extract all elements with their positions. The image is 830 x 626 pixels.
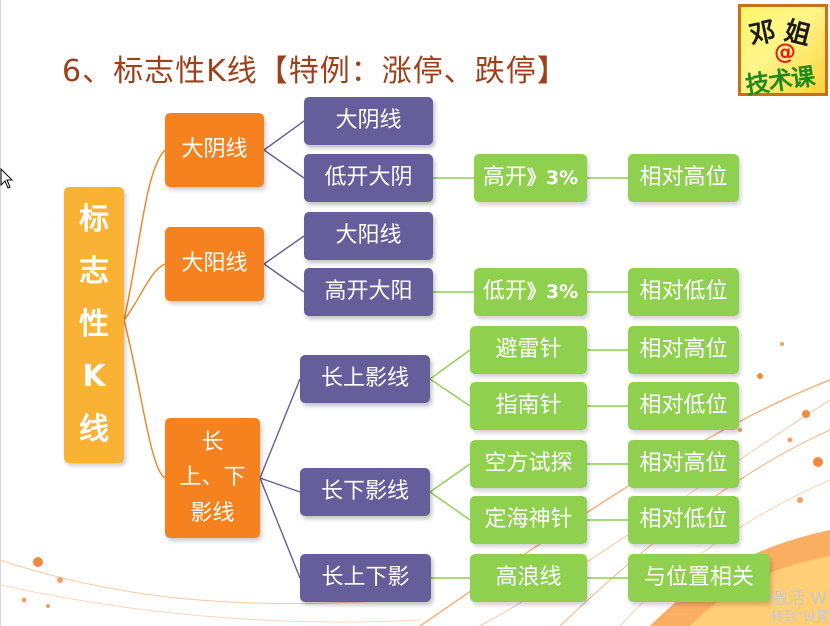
node-big-yin-line: 大阴线 bbox=[304, 97, 433, 145]
node-long-lower-shadow: 长下影线 bbox=[300, 468, 430, 516]
logo: 邓 姐 @ 技术课 bbox=[738, 4, 828, 100]
node-long-upper-lower: 长上下影 bbox=[300, 554, 431, 602]
node-low-open-text: 低开 bbox=[482, 278, 527, 304]
node-long-upper-shadow: 长上影线 bbox=[300, 355, 430, 403]
node-long-shadow-line: 影线 bbox=[190, 500, 235, 526]
node-long-shadow-line: 上、下 bbox=[179, 465, 246, 491]
node-low-open-big-yin: 低开大阴 bbox=[304, 154, 433, 202]
node-long-shadow-line: 长 bbox=[201, 430, 224, 456]
root-char: 性 bbox=[79, 306, 109, 342]
node-big-yin: 大阴线 bbox=[165, 113, 264, 187]
node-sea-needle: 定海神针 bbox=[470, 496, 587, 544]
root-char: 标 bbox=[79, 201, 109, 237]
node-rel-high-1: 相对高位 bbox=[628, 154, 739, 202]
mouse-cursor-icon bbox=[0, 168, 14, 189]
node-long-shadow: 长 上、下 影线 bbox=[165, 418, 260, 538]
node-lightning-rod: 避雷针 bbox=[470, 326, 587, 374]
logo-text-2: 技术课 bbox=[743, 62, 816, 100]
root-char: K bbox=[82, 359, 106, 395]
node-rel-high-3: 相对高位 bbox=[628, 440, 739, 488]
slide-title: 6、标志性K线【特例：涨停、跌停】 bbox=[62, 54, 568, 89]
node-rel-low-3: 相对低位 bbox=[628, 496, 739, 544]
node-high-wave: 高浪线 bbox=[470, 554, 587, 602]
node-high-open-big-yang: 高开大阳 bbox=[304, 268, 433, 316]
node-big-yang: 大阳线 bbox=[165, 227, 264, 301]
root-char: 线 bbox=[79, 411, 109, 447]
root-char: 志 bbox=[79, 254, 109, 290]
node-rel-low-2: 相对低位 bbox=[628, 382, 739, 430]
node-high-open-pct: 》3% bbox=[526, 166, 579, 189]
logo-at: @ bbox=[774, 40, 796, 65]
activation-watermark: 激活 W bbox=[771, 589, 828, 609]
node-low-open-pct: 》3% bbox=[526, 280, 579, 303]
node-compass-needle: 指南针 bbox=[470, 382, 587, 430]
node-high-open-3pct: 高开》3% bbox=[474, 154, 587, 202]
node-big-yang-line: 大阳线 bbox=[304, 212, 433, 260]
node-position-related: 与位置相关 bbox=[628, 554, 770, 602]
node-short-probe: 空方试探 bbox=[470, 440, 587, 488]
activation-watermark-sub: 转到"设置 bbox=[771, 610, 829, 625]
node-rel-high-2: 相对高位 bbox=[628, 326, 739, 374]
node-low-open-3pct: 低开》3% bbox=[474, 268, 587, 316]
node-high-open-text: 高开 bbox=[482, 164, 527, 190]
root-node: 标 志 性 K 线 bbox=[64, 187, 124, 463]
node-rel-low-1: 相对低位 bbox=[628, 268, 739, 316]
